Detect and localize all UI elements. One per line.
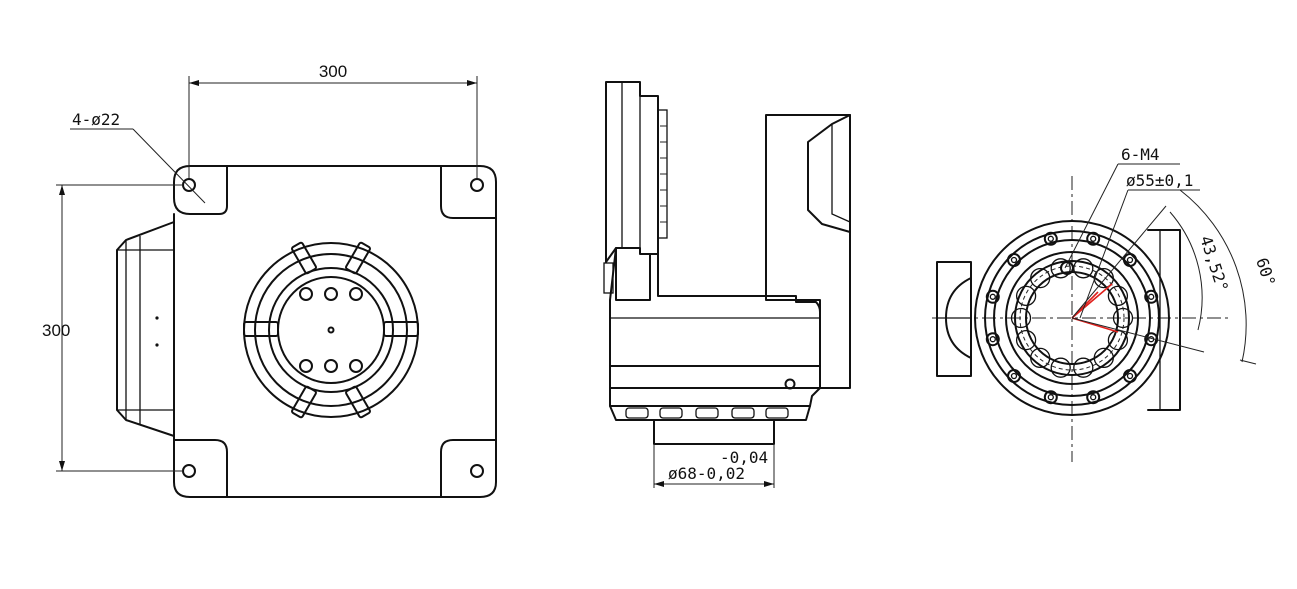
thread-callout-label: 6-M4 <box>1121 145 1160 164</box>
bearing-ball <box>1093 267 1114 289</box>
bolt-hole <box>1007 369 1021 383</box>
bearing-ball <box>1030 267 1051 289</box>
front-corner-tr <box>440 165 497 219</box>
front-flange-outer <box>243 242 419 418</box>
side-view: -0,04 ø68-0,02 <box>603 81 851 488</box>
bearing-ball <box>1015 329 1037 351</box>
bolt-hole <box>1043 390 1058 405</box>
mount-hole-tr <box>470 178 484 192</box>
hole-callout-label: 4-ø22 <box>72 110 120 129</box>
bearing-ball <box>1050 357 1071 378</box>
end-motor-block <box>936 261 972 377</box>
bolt-hole <box>1144 289 1159 304</box>
bolt-hole <box>1086 390 1101 405</box>
front-view: 300 300 4-ø22 <box>42 62 497 498</box>
end-right-clamp <box>1147 229 1181 411</box>
shaft-tol-lower: ø68-0,02 <box>668 464 745 483</box>
end-flange-outer <box>974 220 1170 416</box>
bearing-ball <box>1093 347 1114 369</box>
bolt-hole-bore <box>989 336 996 343</box>
bearing-ball <box>1107 285 1129 307</box>
front-width-dimension: 300 <box>188 62 478 178</box>
bolt-hole <box>985 289 1000 304</box>
bolt-hole-bore <box>1010 256 1018 264</box>
front-height-label: 300 <box>42 321 70 340</box>
bolt-hole-bore <box>1126 372 1134 380</box>
side-base <box>609 247 821 407</box>
bolt-hole <box>1123 369 1137 383</box>
bolt-hole-bore <box>1126 256 1134 264</box>
bearing-ball <box>1107 329 1129 351</box>
front-corner-br <box>440 439 497 498</box>
bolt-hole-bore <box>1047 394 1054 401</box>
bolt-hole <box>1007 253 1021 267</box>
end-view: 6-M4 ø55±0,1 43,52° 60° <box>932 145 1279 462</box>
front-flange-slots <box>243 241 419 419</box>
bolt-hole <box>1144 332 1159 347</box>
bolt-hole-bore <box>1010 372 1018 380</box>
mount-hole-br <box>470 464 484 478</box>
front-side-motor <box>116 221 175 437</box>
side-output-shaft <box>653 419 775 445</box>
front-corner-bl <box>173 439 228 498</box>
bearing-ball <box>1010 307 1032 329</box>
front-plate-body <box>173 165 497 498</box>
bolt-hole-bore <box>1090 235 1097 242</box>
front-flange-holes <box>299 287 363 373</box>
bearing-ball <box>1050 258 1071 279</box>
mount-hole-tl <box>182 178 196 192</box>
hole-callout: 4-ø22 <box>70 110 206 204</box>
bearing-ball <box>1030 347 1051 369</box>
bolt-hole <box>1086 231 1101 246</box>
bolt-hole <box>1123 253 1137 267</box>
front-height-dimension: 300 <box>42 184 183 472</box>
side-left-plate <box>605 81 659 263</box>
bearing-ball <box>1015 285 1037 307</box>
bearing-ball <box>1073 357 1094 378</box>
pcd-callout-label: ø55±0,1 <box>1126 171 1193 190</box>
bolt-hole-bore <box>1148 293 1155 300</box>
bolt-hole <box>985 332 1000 347</box>
bolt-hole-bore <box>1047 235 1054 242</box>
end-outer-bolt-holes <box>985 231 1159 405</box>
angle-large-label: 60° <box>1252 255 1279 288</box>
bolt-hole-bore <box>989 293 996 300</box>
mount-hole-bl <box>182 464 196 478</box>
bolt-hole-bore <box>1090 394 1097 401</box>
front-plate-outline <box>173 165 228 215</box>
bolt-hole <box>1043 231 1058 246</box>
shaft-tol-upper: -0,04 <box>720 448 768 467</box>
front-width-label: 300 <box>319 62 347 81</box>
